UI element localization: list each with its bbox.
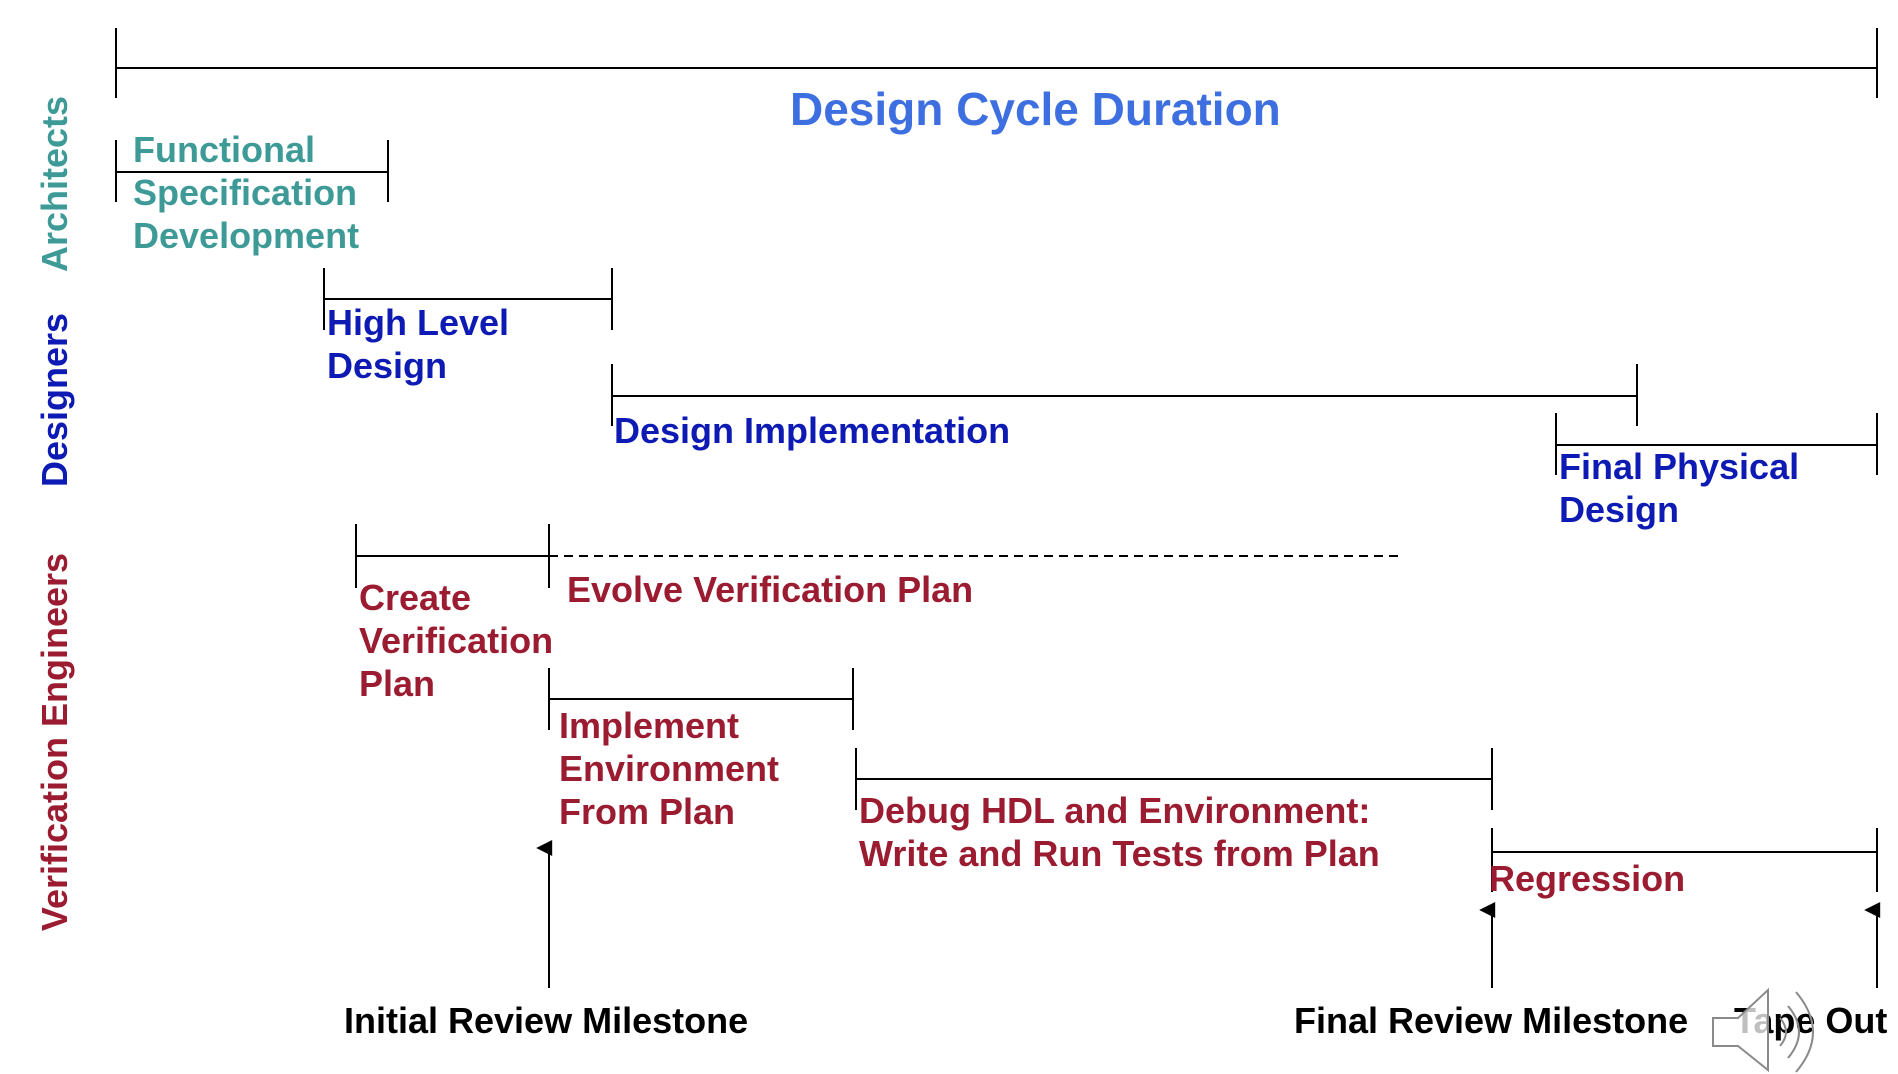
task-design-implementation: Design Implementation (614, 410, 1011, 451)
high-level-design-bracket (323, 268, 613, 330)
task-evolve-verification-plan: Evolve Verification Plan (567, 569, 974, 610)
role-designers: Designers (34, 312, 75, 488)
role-verification-engineers: Verification Engineers (34, 552, 75, 932)
diagram-title: Design Cycle Duration (790, 83, 1281, 135)
speaker-icon[interactable] (1708, 978, 1858, 1074)
task-debug-hdl: Debug HDL and Environment: Write and Run… (859, 790, 1380, 874)
regression-bracket (1491, 828, 1878, 892)
design-cycle-bracket (115, 28, 1878, 98)
task-high-level-design: High Level Design (327, 302, 510, 386)
task-implement-environment: Implement Environment From Plan (559, 705, 780, 832)
functional-spec-bracket (115, 140, 389, 202)
role-architects: Architects (34, 95, 75, 273)
milestone-final-review: Final Review Milestone (1294, 1000, 1689, 1041)
final-physical-design-bracket (1555, 413, 1878, 475)
design-implementation-bracket (611, 364, 1638, 426)
task-final-physical-design: Final Physical Design (1559, 446, 1800, 530)
task-regression: Regression (1489, 858, 1686, 899)
debug-hdl-bracket (855, 748, 1493, 810)
task-functional-spec: Functional Specification Development (133, 129, 360, 256)
task-create-verification-plan: Create Verification Plan (359, 577, 554, 704)
implement-environment-bracket (548, 668, 854, 730)
milestone-tape-out: Tape Out (1734, 1000, 1888, 1041)
milestone-initial-review: Initial Review Milestone (344, 1000, 749, 1041)
